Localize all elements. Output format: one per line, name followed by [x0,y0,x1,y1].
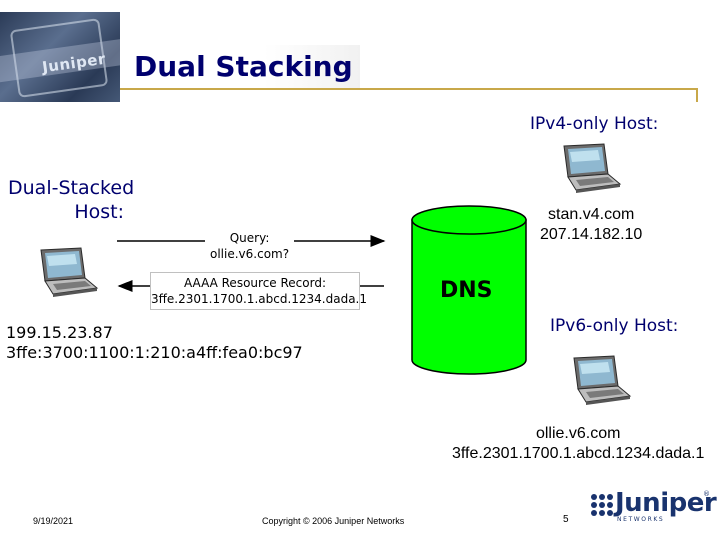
footer-logo-subtext: NETWORKS [617,516,665,523]
title-rule [120,88,698,90]
slide-title: Dual Stacking [134,50,353,83]
ipv4-only-host-label: IPv4-only Host: [530,114,659,134]
footer-juniper-logo: Juniper NETWORKS ® [585,488,717,526]
footer-logo-registered: ® [703,490,710,498]
footer-page-number: 5 [563,514,569,525]
stan-hostname: stan.v4.com [548,206,635,223]
query-message-line2: ollie.v6.com? [210,247,290,261]
ipv4-host-laptop-icon [563,143,621,194]
aaaa-record-line2: 3ffe.2301.1700.1.abcd.1234.dada.1 [151,292,367,306]
dns-label: DNS [440,278,493,303]
dual-stacked-addresses: 199.15.23.87 3ffe:3700:1100:1:210:a4ff:f… [6,323,303,363]
dual-stacked-host-laptop-icon [40,247,98,298]
query-message-line1: Query: [229,231,270,245]
dual-stacked-host-label-line2: Host: [74,201,124,223]
footer-copyright: Copyright © 2006 Juniper Networks [262,516,405,526]
header-logo-photo: Juniper [0,12,120,102]
stan-host-info: stan.v4.com 207.14.182.10 [540,205,642,245]
ollie-hostname: ollie.v6.com [535,425,621,442]
stan-ip-address: 207.14.182.10 [540,226,643,243]
ollie-host-info: ollie.v6.com 3ffe.2301.1700.1.abcd.1234.… [452,424,704,464]
aaaa-record-message: AAAA Resource Record: 3ffe.2301.1700.1.a… [150,272,367,310]
title-rule-corner [696,88,698,102]
dns-cylinder [411,205,527,375]
title-band [120,45,360,89]
dual-stacked-host-label-line1: Dual-Stacked [8,177,135,199]
dual-stacked-ipv4-address: 199.15.23.87 [6,323,113,342]
query-message: Query: ollie.v6.com? [205,227,295,265]
ipv6-only-host-label: IPv6-only Host: [550,316,679,336]
footer-logo-word: Juniper [615,488,717,518]
ollie-ip-address: 3ffe.2301.1700.1.abcd.1234.dada.1 [452,445,705,462]
juniper-logo-mark-icon [591,494,613,516]
footer-date: 9/19/2021 [33,516,74,526]
aaaa-record-line1: AAAA Resource Record: [183,276,326,290]
dual-stacked-ipv6-address: 3ffe:3700:1100:1:210:a4ff:fea0:bc97 [6,343,303,362]
dual-stacked-host-label: Dual-Stacked Host: [8,176,135,224]
ipv6-host-laptop-icon [573,355,631,406]
